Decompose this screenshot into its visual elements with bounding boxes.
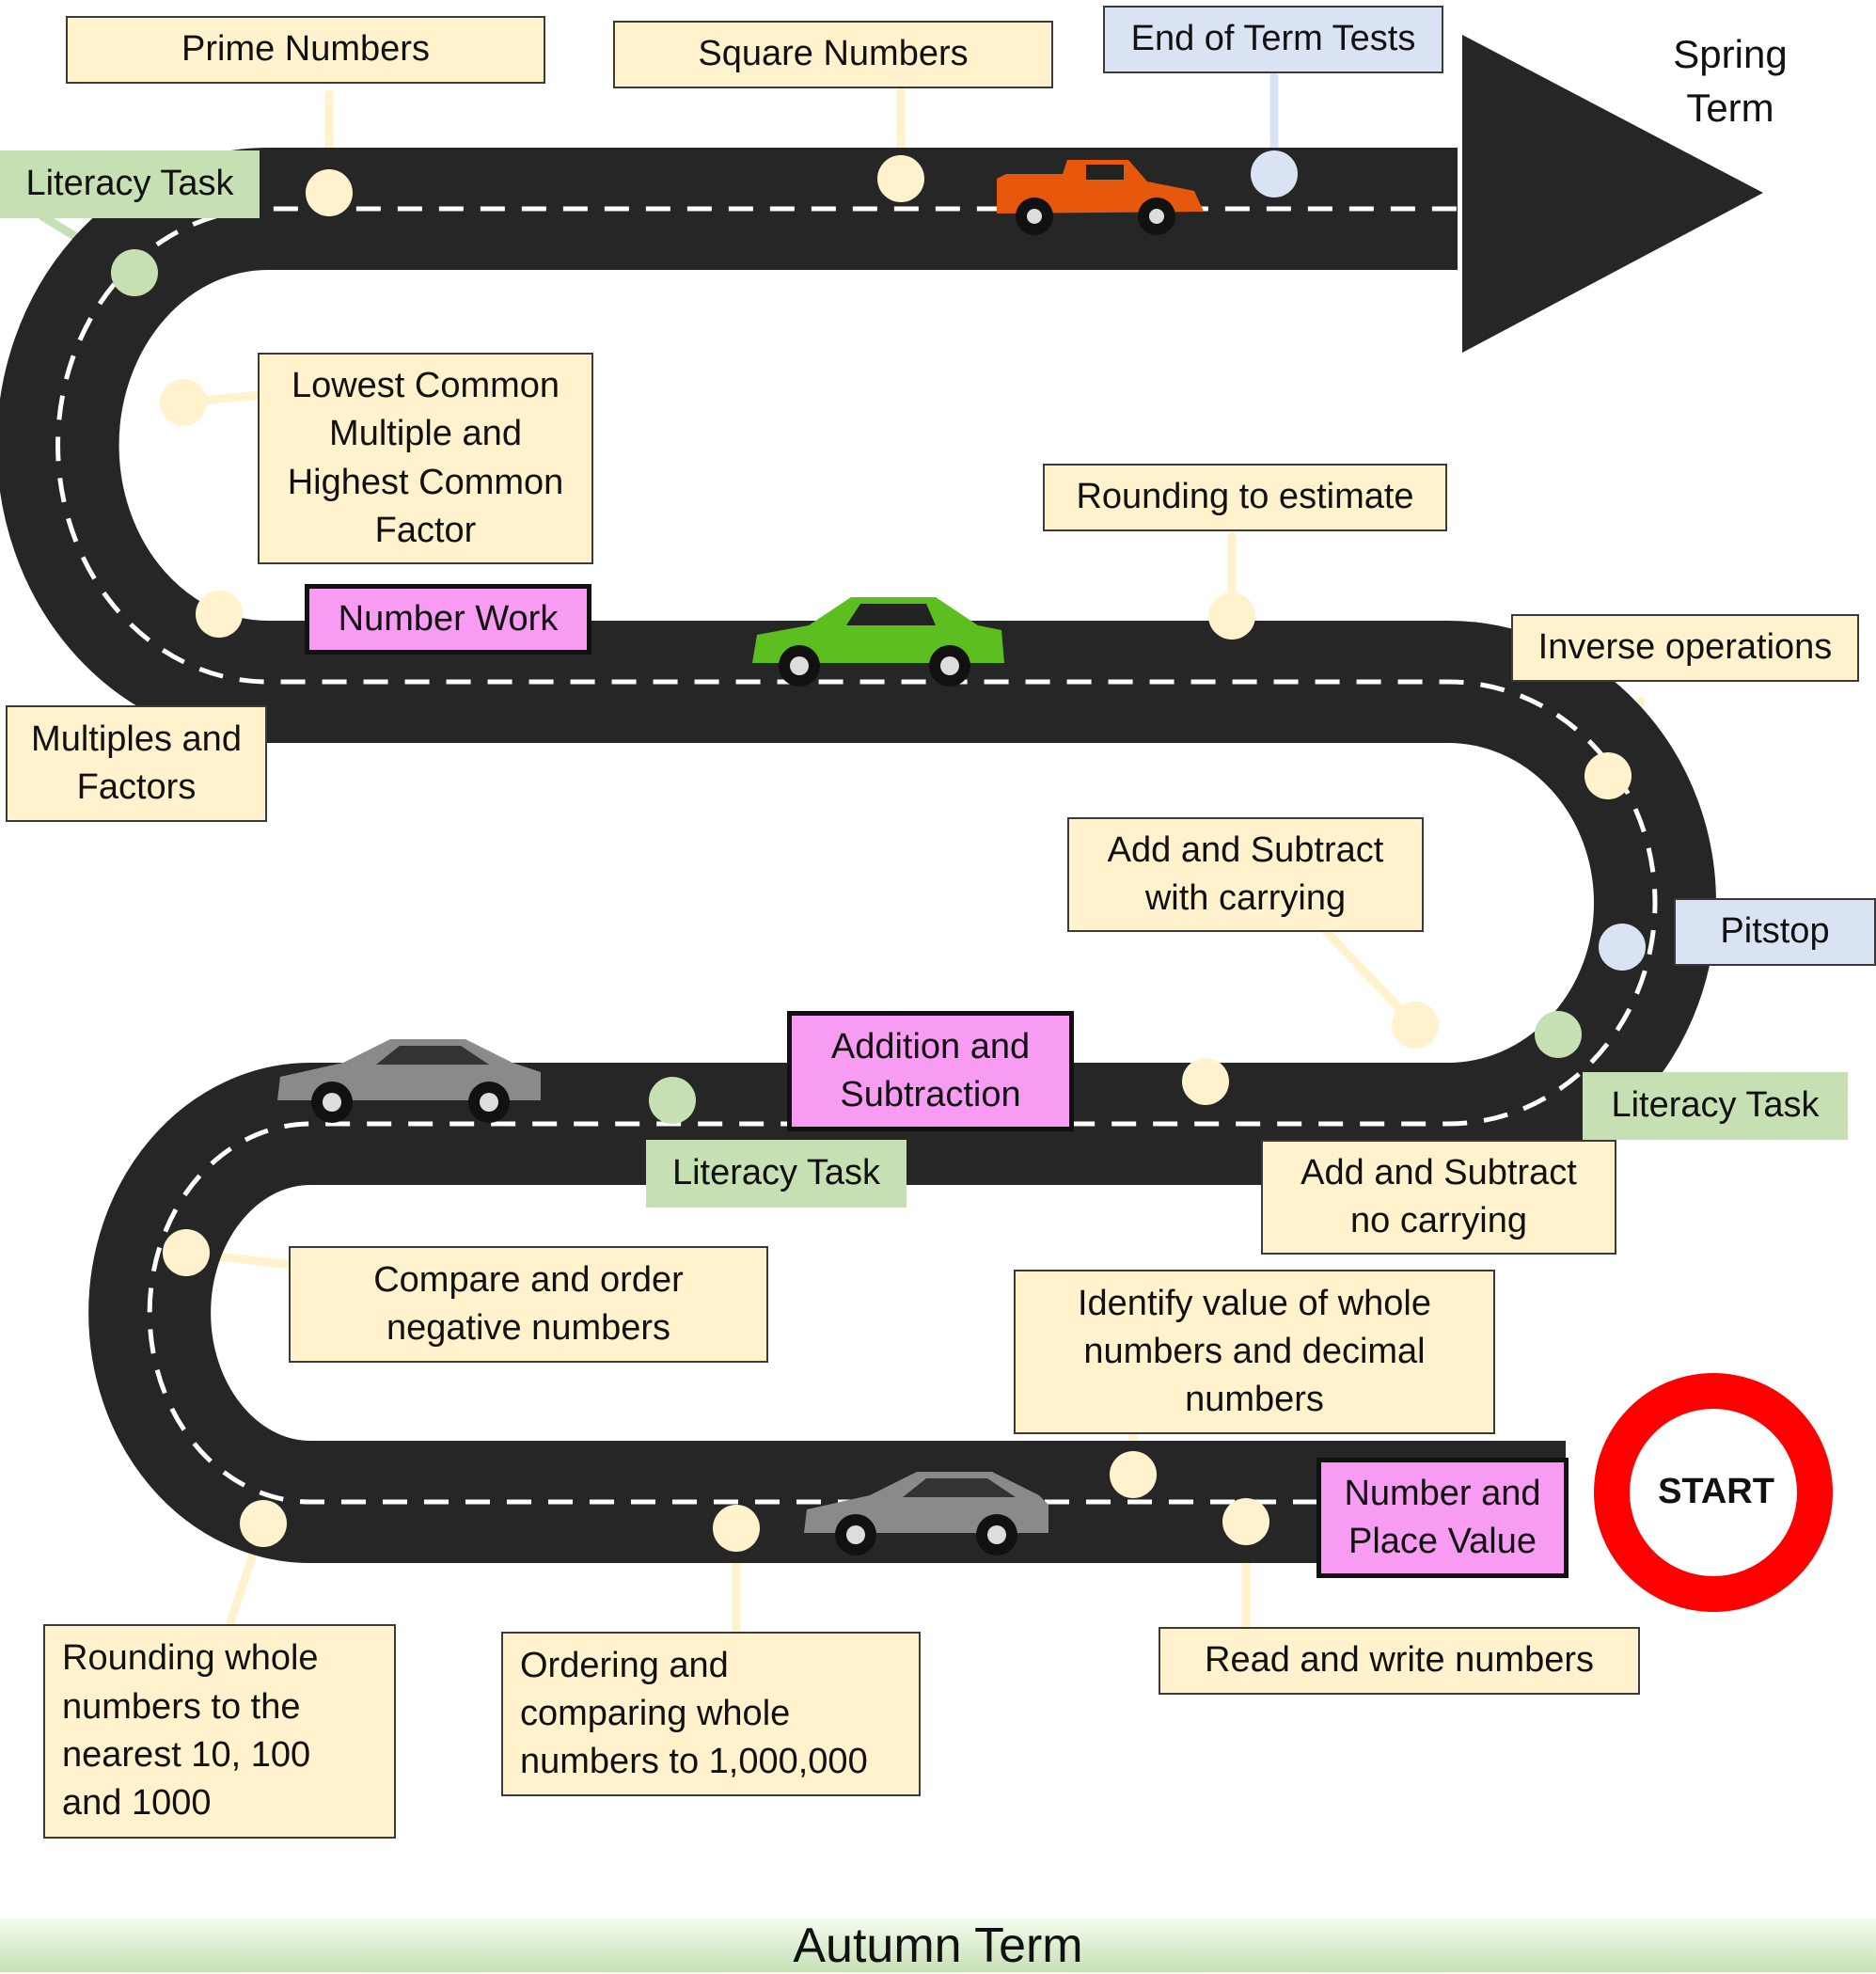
milestone-dots (111, 150, 1646, 1552)
topic-rounding-to-estimate: Rounding to estimate (1043, 464, 1447, 531)
start-ring (1594, 1373, 1833, 1612)
topic-compare-negative-numbers: Compare and order negative numbers (289, 1246, 768, 1363)
spring-term-label: Spring Term (1673, 32, 1788, 130)
start-label: START (1658, 1472, 1774, 1511)
topic-ordering-comparing: Ordering and comparing whole numbers to … (501, 1632, 921, 1796)
topic-add-subtract-with-carrying: Add and Subtract with carrying (1067, 817, 1424, 932)
end-of-term-tests-box: End of Term Tests (1103, 6, 1443, 73)
road-center-line (55, 206, 1658, 1505)
topic-read-and-write-numbers: Read and write numbers (1159, 1627, 1640, 1695)
topic-square-numbers: Square Numbers (613, 21, 1053, 88)
literacy-task-top: Literacy Task (0, 150, 260, 218)
unit-number-and-place-value: Number and Place Value (1316, 1458, 1569, 1578)
car-green (752, 597, 1004, 687)
topic-add-subtract-no-carrying: Add and Subtract no carrying (1261, 1140, 1616, 1255)
car-grey-2 (804, 1472, 1048, 1556)
topic-lcm-hcf: Lowest Common Multiple and Highest Commo… (258, 353, 593, 564)
unit-addition-and-subtraction: Addition and Subtraction (787, 1011, 1074, 1131)
topic-rounding-whole-numbers: Rounding whole numbers to the nearest 10… (43, 1624, 396, 1839)
literacy-task-right: Literacy Task (1583, 1072, 1848, 1140)
literacy-task-middle: Literacy Task (646, 1140, 906, 1208)
autumn-term-footer: Autumn Term (0, 1919, 1876, 1973)
car-orange (997, 160, 1204, 235)
topic-prime-numbers: Prime Numbers (66, 16, 545, 84)
car-grey-1 (277, 1039, 541, 1123)
topic-identify-value: Identify value of whole numbers and deci… (1014, 1270, 1495, 1434)
pitstop-box: Pitstop (1674, 898, 1876, 966)
topic-inverse-operations: Inverse operations (1511, 614, 1859, 682)
topic-multiples-and-factors: Multiples and Factors (6, 705, 267, 822)
unit-number-work: Number Work (305, 584, 591, 655)
road-arrowhead (1462, 35, 1763, 353)
